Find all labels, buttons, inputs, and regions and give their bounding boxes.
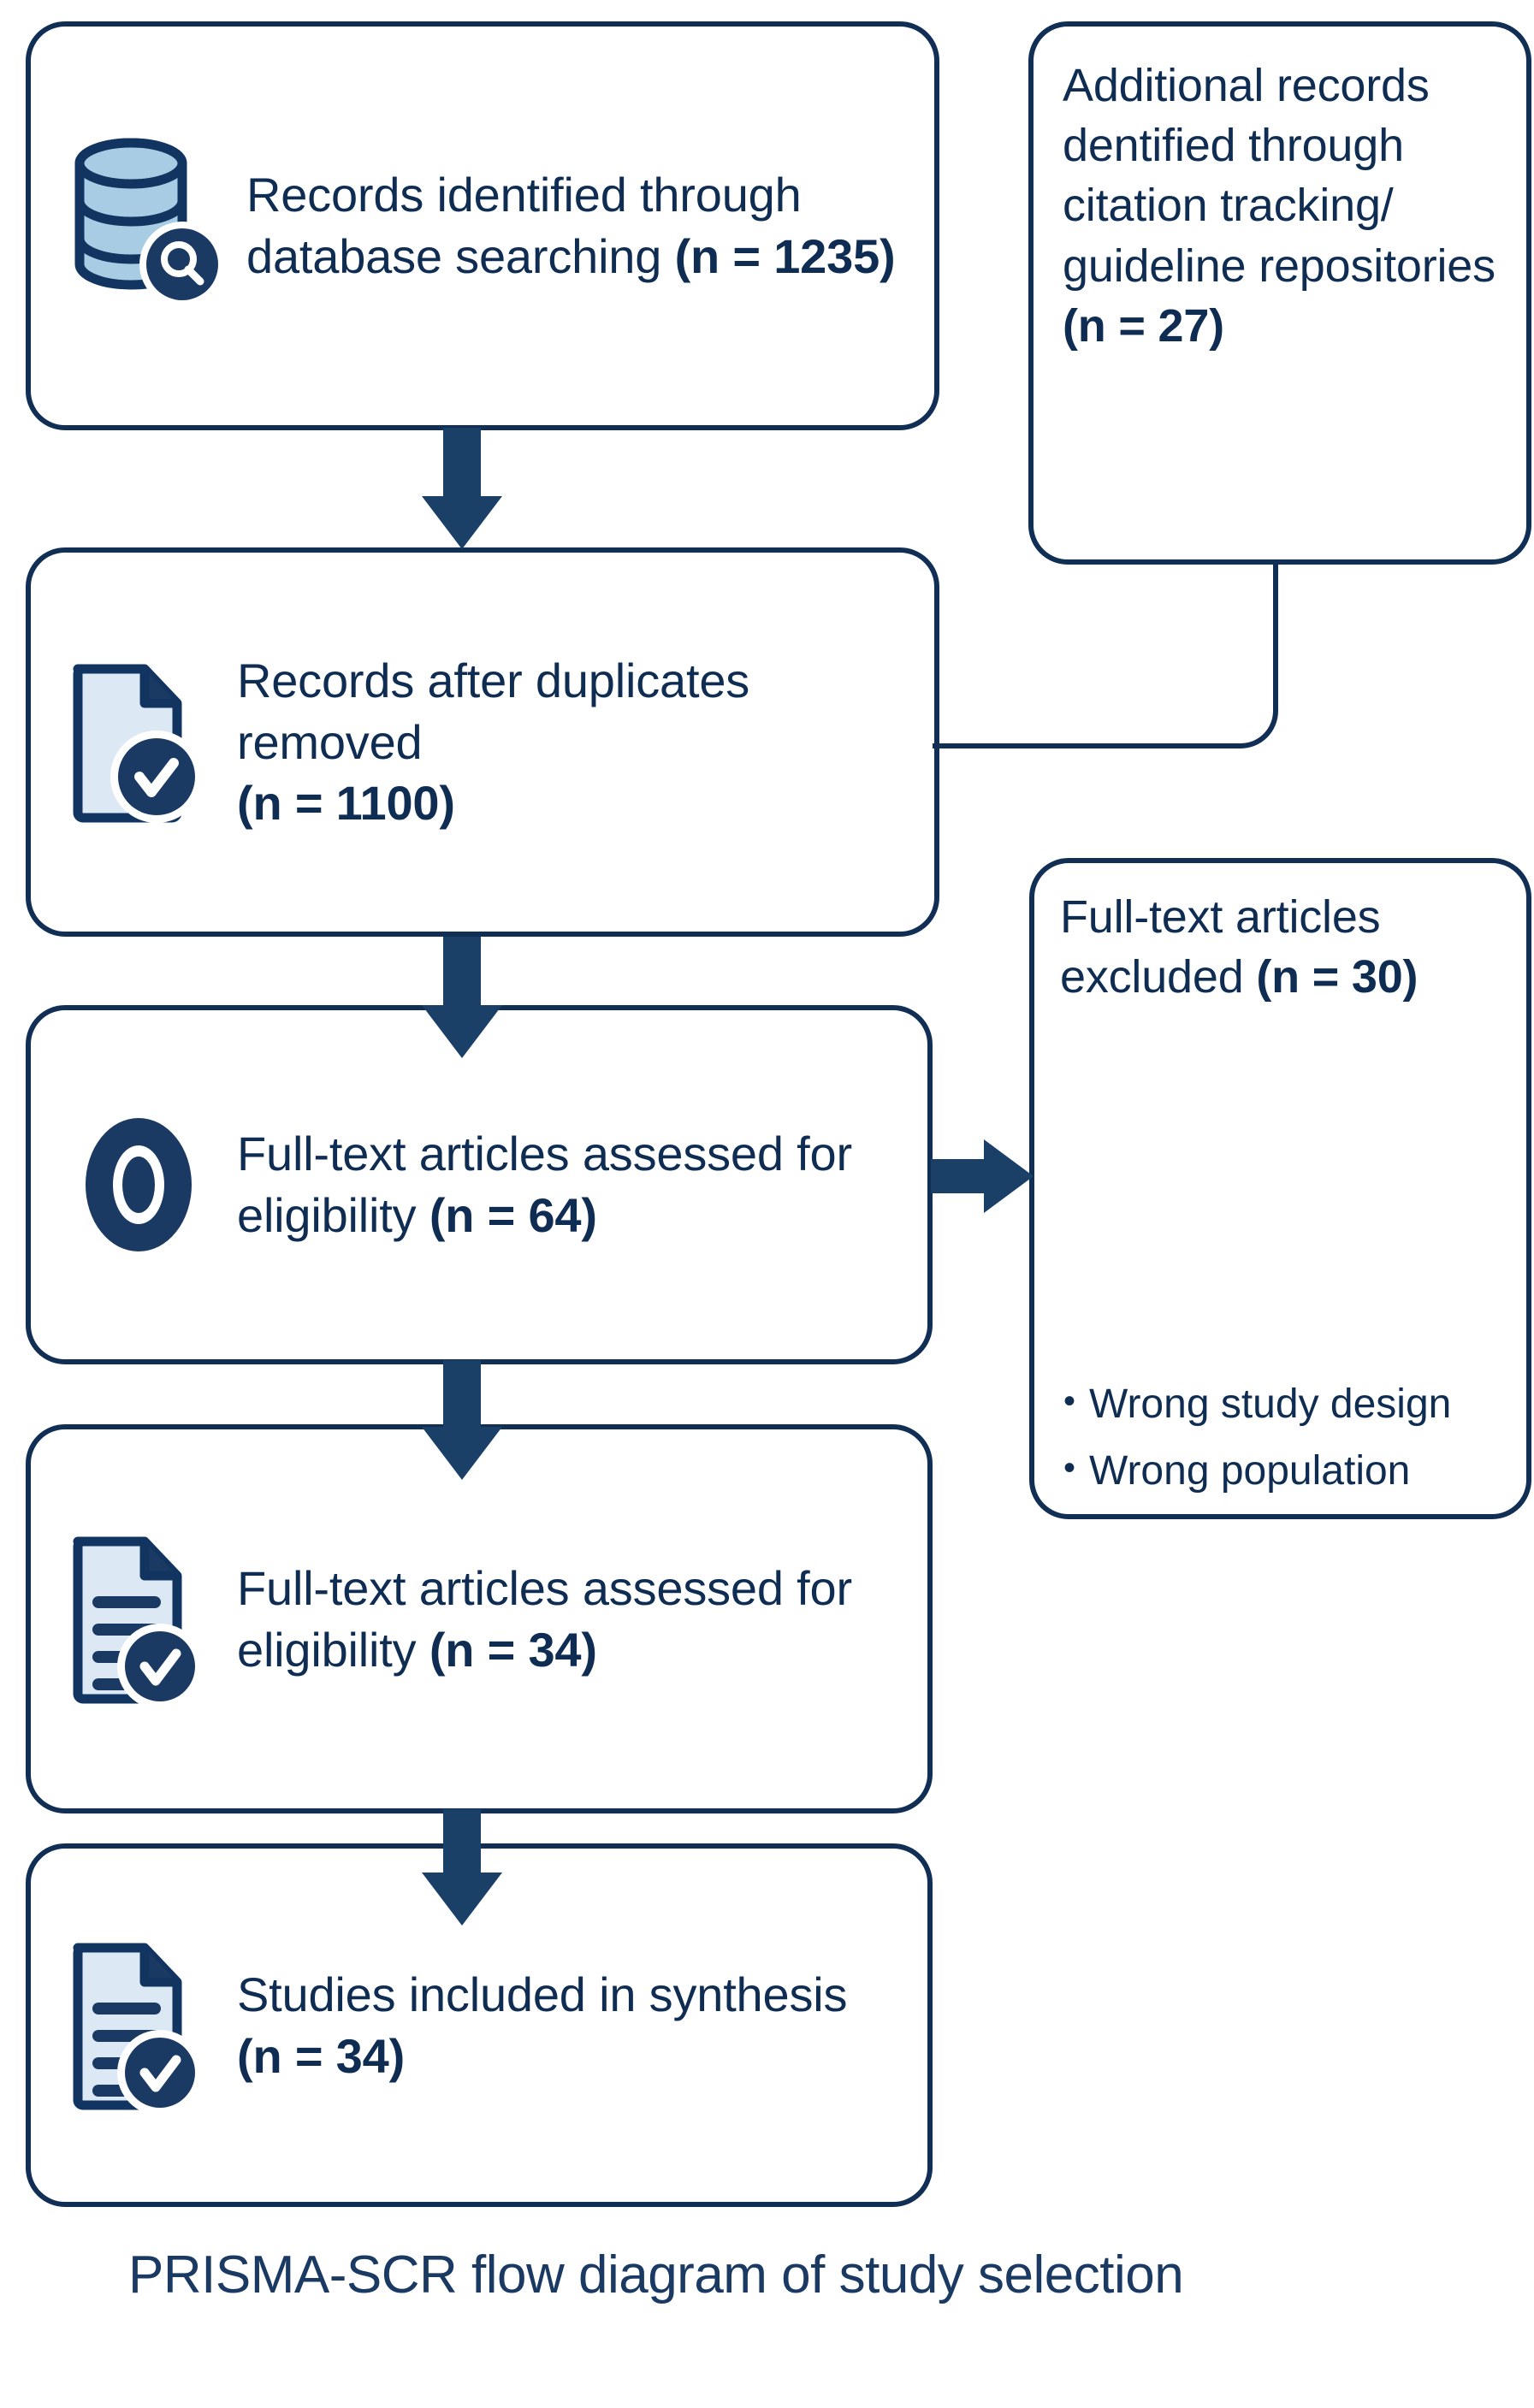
database-search-icon [60,136,231,316]
node-records-identified-label: Records identified through database sear… [246,168,802,283]
list-item: Wrong population [1060,1445,1451,1497]
connector-additional-to-duplicates [933,560,1278,748]
node-records-after-duplicates-text: Records after duplicates removed (n = 11… [218,650,912,834]
node-records-after-duplicates-label: Records after duplicates removed [237,653,750,769]
node-studies-included-label: Studies included in synthesis [237,1967,848,2021]
node-additional-records-label: Additional records dentified through cit… [1063,60,1496,292]
eye-icon [60,1108,218,1262]
node-full-text-assessed-34-count: (n = 34) [429,1622,597,1677]
node-full-text-excluded-label: Full-text articles excluded [1060,891,1381,1003]
node-records-after-duplicates-count: (n = 1100) [237,776,455,831]
node-records-after-duplicates: Records after duplicates removed (n = 11… [26,547,939,937]
node-records-identified-text: Records identified through database sear… [231,164,912,287]
node-studies-included-count: (n = 34) [237,2028,406,2083]
node-studies-included-text: Studies included in synthesis (n = 34) [218,1964,905,2086]
node-full-text-excluded: Full-text articles excluded (n = 30) Wro… [1029,858,1531,1519]
node-full-text-assessed-64: Full-text articles assessed for eligibil… [26,1005,933,1364]
node-additional-records: Additional records dentified through cit… [1028,21,1531,565]
node-full-text-excluded-count: (n = 30) [1256,951,1419,1003]
node-full-text-assessed-34: Full-text articles assessed for eligibil… [26,1424,933,1813]
node-records-identified-count: (n = 1235) [674,229,896,283]
document-lines-check-icon [60,1936,218,2115]
exclusion-reasons-list: Wrong study design Wrong population [1060,1378,1451,1514]
node-additional-records-count: (n = 27) [1063,299,1224,352]
document-check-icon [60,657,218,828]
node-full-text-assessed-34-label: Full-text articles assessed for eligibil… [237,1560,852,1677]
node-full-text-assessed-64-text: Full-text articles assessed for eligibil… [218,1123,905,1245]
node-additional-records-text: Additional records dentified through cit… [1063,56,1502,356]
node-full-text-assessed-64-label: Full-text articles assessed for eligibil… [237,1127,852,1242]
diagram-caption: PRISMA-SCR flow diagram of study selecti… [128,2245,1184,2304]
node-full-text-assessed-34-text: Full-text articles assessed for eligibil… [218,1558,905,1680]
list-item: Wrong study design [1060,1378,1451,1430]
node-records-identified: Records identified through database sear… [26,21,939,430]
node-full-text-excluded-text: Full-text articles excluded (n = 30) [1060,887,1504,1361]
document-lines-check-icon [60,1529,218,1709]
node-full-text-assessed-64-count: (n = 64) [429,1188,597,1242]
